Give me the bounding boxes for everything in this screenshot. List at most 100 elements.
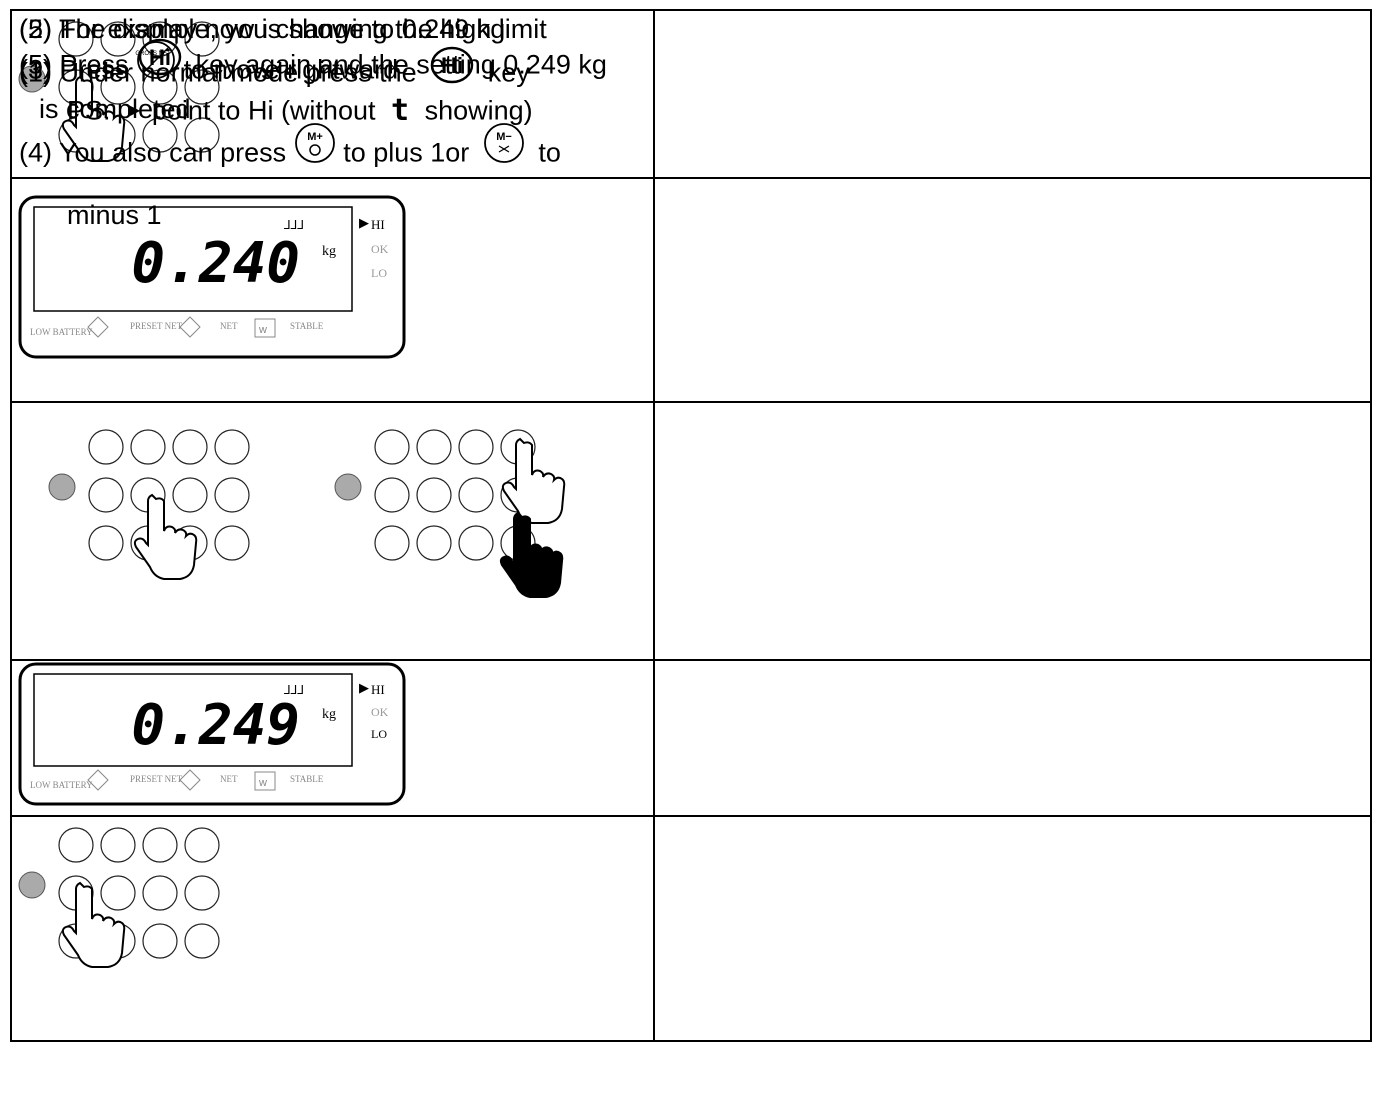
- keypad-key: [142, 875, 178, 911]
- keypad-key: [58, 21, 94, 57]
- pointing-hand-icon: [61, 75, 126, 162]
- svg-text:w: w: [258, 324, 267, 336]
- indicator-lo: LO: [371, 727, 387, 741]
- step-5-text: (5) Press Hi key again and the setting 0…: [19, 38, 1372, 1042]
- stable-w-icon: [254, 771, 276, 791]
- keypad-key: [100, 69, 136, 105]
- pointing-hand-icon: [61, 881, 126, 968]
- step-text: showing): [424, 95, 533, 126]
- low-battery-label: LOW BATTERY: [30, 327, 93, 337]
- step-text: (1) Under normal mode press the: [19, 57, 417, 88]
- keypad-key: [184, 923, 220, 959]
- instruction-table: (1) Under normal mode press the Hi key 0…: [10, 9, 1372, 1042]
- step-5-illustration: [10, 815, 655, 1042]
- keypad-key: [88, 429, 124, 465]
- keypad-key: [142, 827, 178, 863]
- tare-icon: ⅃⅃⅃: [284, 218, 304, 232]
- stable-label: STABLE: [290, 321, 324, 331]
- indicator-key: [18, 65, 46, 93]
- display-unit: kg: [322, 707, 336, 722]
- step-3-text: (3) Press GROSS NET to move rightward (4…: [19, 41, 1372, 661]
- display-value: 0.249: [131, 693, 300, 758]
- keypad-key: [184, 827, 220, 863]
- keypad-key: [184, 117, 220, 153]
- m-minus-key-icon: M−: [483, 122, 525, 164]
- hi-key-icon: Hi: [430, 46, 474, 84]
- step-2-illustration: 0.240 kg ▶ HI OK LO LOW BATTERY PRESET N…: [10, 177, 655, 403]
- step-text: is completed: [39, 94, 191, 124]
- pointer-icon: ▶: [128, 102, 141, 119]
- m-plus-key-icon: M+: [294, 122, 336, 164]
- svg-text:M−: M−: [496, 131, 512, 143]
- keypad-key: [458, 429, 494, 465]
- indicator-pointer-icon: ▶: [359, 215, 369, 230]
- stable-label: STABLE: [290, 774, 324, 784]
- keypad-illustration-left: [48, 429, 250, 580]
- indicator-ok: OK: [371, 705, 389, 719]
- step-4-text: (5) For example, you change to 0.249 kg: [19, 16, 1372, 817]
- low-battery-label: LOW BATTERY: [30, 780, 93, 790]
- keypad-key: [88, 477, 124, 513]
- keypad-illustration-right: [334, 429, 566, 598]
- step-text: key: [487, 57, 530, 88]
- step-text: (5) For example, you change to 0.249 kg: [19, 14, 506, 44]
- svg-text:Hi: Hi: [441, 53, 463, 78]
- step-row-4: 0.249 kg ▶ HI OK LO LOW BATTERY PRESET N…: [10, 16, 1372, 817]
- gross-net-key-icon: GROSS NET: [135, 40, 176, 80]
- keypad-key: [374, 477, 410, 513]
- preset-net-label: PRESET NET: [130, 321, 183, 331]
- svg-text:Hi: Hi: [149, 45, 171, 70]
- step-text: key again and the setting 0.249 kg: [195, 49, 607, 80]
- step-4-illustration: 0.249 kg ▶ HI OK LO LOW BATTERY PRESET N…: [10, 659, 655, 817]
- step-text: to move rightward: [183, 54, 399, 85]
- keypad-key: [416, 477, 452, 513]
- step-row-3: (3) Press GROSS NET to move rightward (4…: [10, 41, 1372, 661]
- indicator-lo: LO: [371, 266, 387, 280]
- display-panel: 0.249 kg ▶ HI OK LO LOW BATTERY PRESET N…: [18, 662, 406, 806]
- keypad-key: [88, 525, 124, 561]
- keypad-key: [58, 827, 94, 863]
- indicator-pointer-icon: ▶: [359, 680, 369, 695]
- step-text: minus 1: [67, 200, 162, 230]
- net-label: NET: [220, 321, 238, 331]
- keypad: [48, 429, 250, 580]
- keypad-key: [184, 69, 220, 105]
- indicator-hi: HI: [371, 217, 385, 232]
- indicator-hi: HI: [371, 682, 385, 697]
- step-row-5: (5) Press Hi key again and the setting 0…: [10, 38, 1372, 1042]
- net-label: NET: [220, 774, 238, 784]
- preset-net-label: PRESET NET: [130, 774, 183, 784]
- keypad-key: [172, 429, 208, 465]
- net-arrow-icon: [179, 316, 201, 338]
- keypad-key: [100, 827, 136, 863]
- stable-w-icon: [254, 318, 276, 338]
- indicator-ok: OK: [371, 242, 389, 256]
- keypad-key: [142, 923, 178, 959]
- step-text: to: [538, 137, 561, 168]
- keypad-key: [214, 429, 250, 465]
- net-arrow-icon: [179, 769, 201, 791]
- step-text: PS:: [67, 95, 111, 126]
- tare-t-icon: t: [391, 93, 410, 128]
- step-2-text: (2) The display now is showing the high …: [19, 16, 1372, 403]
- keypad-key: [374, 429, 410, 465]
- step-text: (3) Press: [19, 54, 129, 85]
- keypad-key: [458, 525, 494, 561]
- keypad-key: [416, 525, 452, 561]
- step-text: (4) You also can press: [19, 137, 287, 168]
- keypad-key: [374, 525, 410, 561]
- keypad-key: [214, 525, 250, 561]
- step-1-text: (1) Under normal mode press the Hi key: [19, 9, 1372, 179]
- display-value: 0.240: [131, 231, 300, 296]
- pointing-hand-icon: [133, 493, 198, 580]
- keypad-key: [142, 117, 178, 153]
- keypad-key: [130, 429, 166, 465]
- keypad-illustration: [18, 827, 220, 968]
- step-row-2: 0.240 kg ▶ HI OK LO LOW BATTERY PRESET N…: [10, 16, 1372, 403]
- keypad-key: [214, 477, 250, 513]
- step-text: (5) Press: [19, 49, 129, 80]
- indicator-key: [18, 871, 46, 899]
- keypad-key: [416, 429, 452, 465]
- keypad-key: [142, 69, 178, 105]
- tare-arrow-icon: [87, 316, 109, 338]
